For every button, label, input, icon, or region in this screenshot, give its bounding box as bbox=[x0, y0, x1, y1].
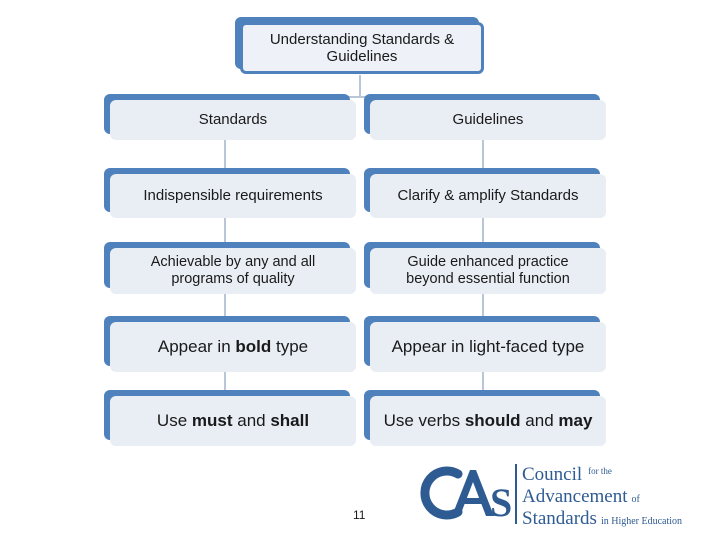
guidelines-row-3: Appear in light-faced type bbox=[370, 322, 606, 372]
guidelines-header: Guidelines bbox=[452, 111, 524, 129]
guidelines-row-2-text: Guide enhanced practice beyond essential… bbox=[406, 254, 570, 287]
standards-row-2: Achievable by any and all programs of qu… bbox=[110, 248, 356, 294]
guidelines-row-1-text: Clarify & amplify Standards bbox=[397, 187, 579, 205]
guidelines-row-1: Clarify & amplify Standards bbox=[370, 174, 606, 218]
standards-row-1: Indispensible requirements bbox=[110, 174, 356, 218]
logo-line1-big: Council bbox=[522, 464, 582, 485]
standards-header-box: Standards bbox=[110, 100, 356, 140]
slide-number: 11 bbox=[353, 508, 366, 522]
standards-header: Standards bbox=[198, 111, 268, 129]
connector-horizontal bbox=[230, 96, 490, 98]
diagram-title: Understanding Standards & Guidelines bbox=[269, 30, 455, 65]
cas-logo-letters: S bbox=[490, 480, 512, 525]
logo-line3-small: in Higher Education bbox=[601, 516, 682, 527]
guidelines-row-4-pre: Use verbs bbox=[383, 411, 465, 431]
standards-row-4-text: Use must and shall bbox=[157, 411, 309, 431]
logo-line2-big: Advancement bbox=[522, 486, 628, 507]
guidelines-row-4-bold-2: may bbox=[558, 411, 593, 431]
standards-row-3-bold: bold bbox=[235, 337, 272, 357]
connector-top-stem bbox=[359, 75, 361, 97]
guidelines-row-4-text: Use verbs should and may bbox=[384, 411, 593, 431]
standards-row-3-text: Appear in bold type bbox=[158, 337, 308, 357]
guidelines-row-4: Use verbs should and may bbox=[370, 396, 606, 446]
title-box: Understanding Standards & Guidelines bbox=[240, 22, 484, 74]
standards-row-4-mid: and bbox=[232, 411, 271, 431]
guidelines-row-4-mid: and bbox=[520, 411, 559, 431]
standards-row-4-bold-1: must bbox=[191, 411, 233, 431]
standards-row-3-pre: Appear in bbox=[157, 337, 236, 357]
standards-row-4-bold-2: shall bbox=[270, 411, 310, 431]
standards-row-3-post: type bbox=[271, 337, 309, 357]
standards-row-2-text: Achievable by any and all programs of qu… bbox=[150, 254, 316, 287]
standards-row-4: Use must and shall bbox=[110, 396, 356, 446]
guidelines-header-box: Guidelines bbox=[370, 100, 606, 140]
guidelines-row-2: Guide enhanced practice beyond essential… bbox=[370, 248, 606, 294]
logo-line2-small: of bbox=[632, 494, 641, 505]
guidelines-row-3-text: Appear in light-faced type bbox=[391, 337, 585, 357]
logo-line1-small: for the bbox=[588, 466, 612, 476]
cas-logo: S Council for the Advancement of Standards… bbox=[420, 464, 682, 529]
standards-row-1-text: Indispensible requirements bbox=[143, 187, 323, 205]
standards-row-3: Appear in bold type bbox=[110, 322, 356, 372]
standards-row-4-pre: Use bbox=[156, 411, 192, 431]
cas-logo-mark: S bbox=[420, 464, 517, 525]
logo-line3-big: Standards bbox=[522, 508, 597, 529]
guidelines-row-4-bold-1: should bbox=[464, 411, 521, 431]
